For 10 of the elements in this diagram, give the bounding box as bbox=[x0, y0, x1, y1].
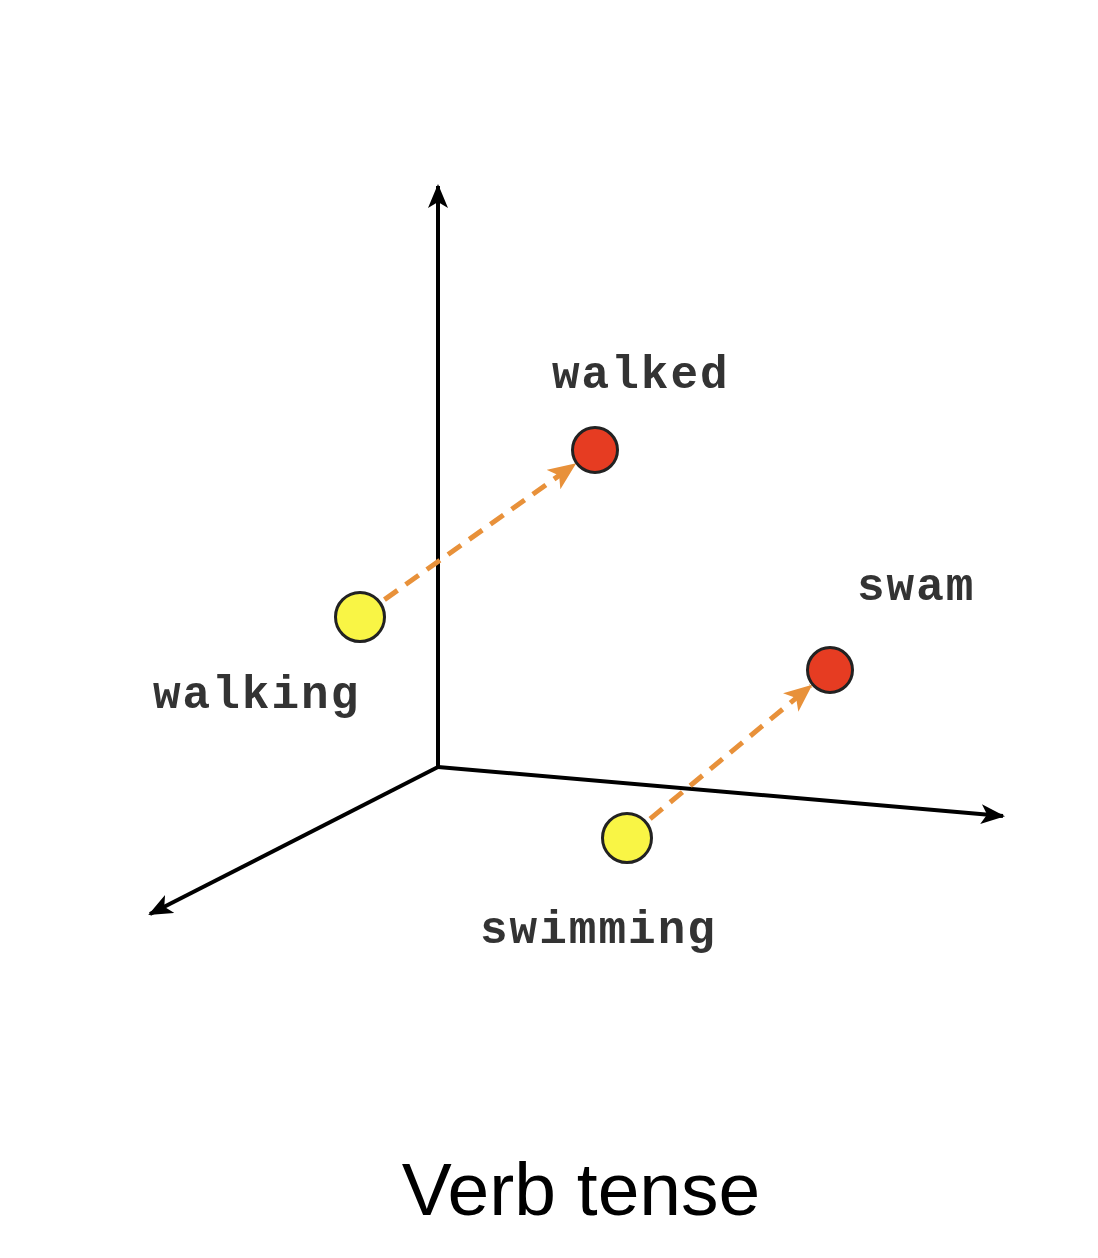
point-label: walking bbox=[153, 673, 361, 719]
point-label: walked bbox=[552, 353, 730, 399]
point-label: swimming bbox=[480, 908, 717, 954]
data-point bbox=[334, 591, 386, 643]
point-label: swam bbox=[857, 565, 976, 611]
data-point bbox=[601, 812, 653, 864]
dashed-arrow bbox=[648, 684, 813, 821]
data-point bbox=[571, 426, 619, 474]
caption: Verb tense bbox=[401, 1152, 761, 1227]
data-point bbox=[806, 646, 854, 694]
